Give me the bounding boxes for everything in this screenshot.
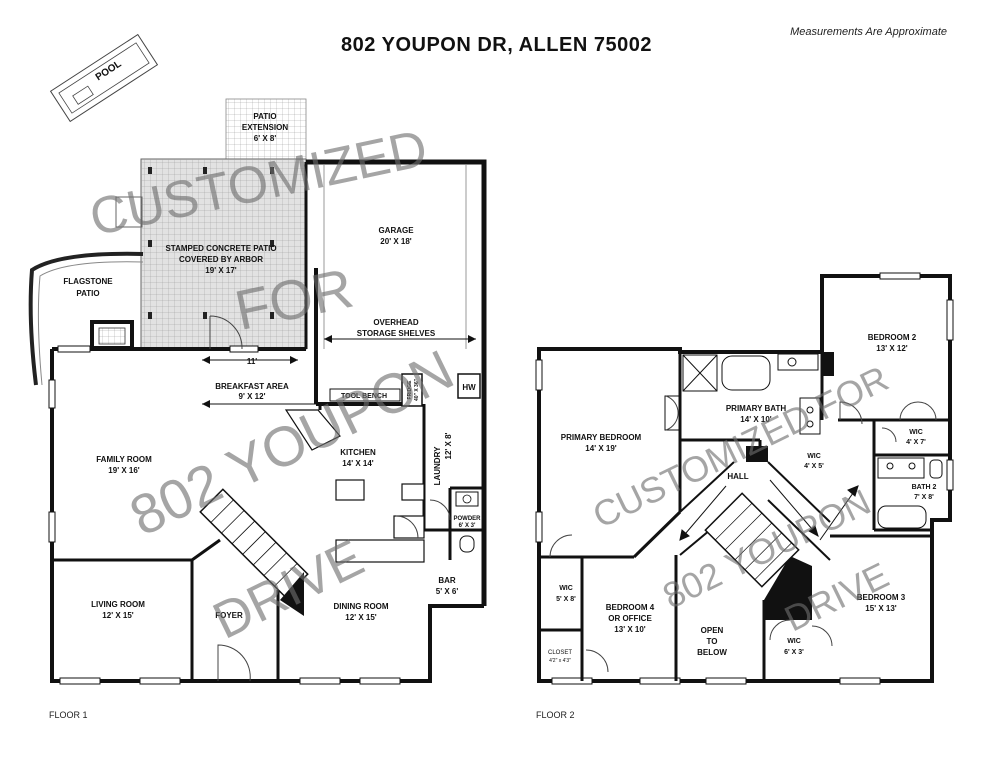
family-room-size: 19' X 16' bbox=[108, 466, 139, 475]
hw-label: HW bbox=[462, 383, 476, 392]
living-room-label: LIVING ROOM bbox=[91, 600, 145, 609]
wic-left-label: WIC bbox=[559, 585, 573, 592]
floor2-exterior-walls bbox=[537, 274, 952, 683]
dining-room-size: 12' X 15' bbox=[345, 613, 376, 622]
breakfast-size: 9' X 12' bbox=[239, 392, 266, 401]
overhead-label: OVERHEAD bbox=[373, 318, 419, 327]
bedroom3-label: BEDROOM 3 bbox=[857, 593, 906, 602]
closet-label: CLOSET bbox=[548, 650, 572, 656]
stamped-patio-size: 19' X 17' bbox=[205, 266, 236, 275]
floor2-plan bbox=[535, 272, 954, 685]
open-below-label: OPEN bbox=[701, 626, 724, 635]
patio-extension bbox=[225, 98, 307, 160]
arbor-posts bbox=[148, 167, 274, 319]
foyer-label: FOYER bbox=[215, 611, 243, 620]
patio-ext-label-2: EXTENSION bbox=[242, 123, 288, 132]
family-room-label: FAMILY ROOM bbox=[96, 455, 152, 464]
flagstone-label: FLAGSTONE bbox=[63, 277, 113, 286]
laundry-label: LAUNDRY bbox=[433, 446, 442, 485]
garage-size: 20' X 18' bbox=[380, 237, 411, 246]
dining-room-label: DINING ROOM bbox=[333, 602, 388, 611]
primary-bedroom-label: PRIMARY BEDROOM bbox=[561, 433, 642, 442]
flagstone-label-2: PATIO bbox=[76, 289, 99, 298]
wic-left-size: 5' X 8' bbox=[556, 596, 576, 603]
living-room-size: 12' X 15' bbox=[102, 611, 133, 620]
kitchen-size: 14' X 14' bbox=[342, 459, 373, 468]
patio-ext-size: 6' X 8' bbox=[254, 134, 277, 143]
wic-bedroom2-label: WIC bbox=[909, 429, 923, 436]
floor2-labels: PRIMARY BEDROOM 14' X 19' PRIMARY BATH 1… bbox=[548, 333, 936, 664]
eleven-dimension: 11' bbox=[247, 357, 257, 366]
page-title: 802 YOUPON DR, ALLEN 75002 bbox=[341, 34, 652, 56]
pool bbox=[49, 33, 159, 123]
floor2-label: FLOOR 2 bbox=[536, 710, 575, 720]
floor1-exterior-walls bbox=[50, 347, 484, 683]
wic-center-size: 4' X 5' bbox=[804, 463, 824, 470]
breakfast-label: BREAKFAST AREA bbox=[215, 382, 289, 391]
wic-center-label: WIC bbox=[807, 453, 821, 460]
laundry-size: 12' X 8' bbox=[444, 432, 453, 459]
bar-size: 5' X 6' bbox=[436, 587, 459, 596]
primary-bath-label: PRIMARY BATH bbox=[726, 404, 787, 413]
bedroom4-label: BEDROOM 4 bbox=[606, 603, 655, 612]
floor1-plan bbox=[28, 33, 487, 685]
garage-label: GARAGE bbox=[378, 226, 414, 235]
stamped-patio-label: STAMPED CONCRETE PATIO bbox=[165, 244, 276, 253]
bedroom4-size: 13' X 10' bbox=[614, 625, 645, 634]
bar-label: BAR bbox=[438, 576, 456, 585]
bedroom3-size: 15' X 13' bbox=[865, 604, 896, 613]
kitchen-label: KITCHEN bbox=[340, 448, 376, 457]
wic-bedroom3-size: 6' X 3' bbox=[784, 649, 804, 656]
powder-size: 6' X 3' bbox=[459, 523, 476, 529]
hall-label: HALL bbox=[727, 472, 748, 481]
fridge-label: FRIDGE bbox=[407, 380, 413, 400]
floor1-labels: POOL PATIO EXTENSION 6' X 8' STAMPED CON… bbox=[63, 59, 481, 622]
pool-label: POOL bbox=[94, 59, 124, 84]
patio-ext-label: PATIO bbox=[253, 112, 276, 121]
open-below-label-2: TO bbox=[707, 637, 718, 646]
floor1-label: FLOOR 1 bbox=[49, 710, 88, 720]
overhead-label-2: STORAGE SHELVES bbox=[357, 329, 436, 338]
powder-label: POWDER bbox=[454, 516, 482, 522]
bath2-size: 7' X 8' bbox=[914, 494, 934, 501]
bedroom2-label: BEDROOM 2 bbox=[868, 333, 917, 342]
bedroom4-label-2: OR OFFICE bbox=[608, 614, 652, 623]
closet-size: 4'2" x 4'3" bbox=[549, 658, 571, 664]
stamped-patio-label-2: COVERED BY ARBOR bbox=[179, 255, 263, 264]
bedroom2-size: 13' X 12' bbox=[876, 344, 907, 353]
garage-walls bbox=[306, 159, 487, 606]
measurement-note: Measurements Are Approximate bbox=[790, 26, 947, 38]
open-below-label-3: BELOW bbox=[697, 648, 727, 657]
bath2-label: BATH 2 bbox=[912, 484, 937, 491]
watermark-line-4: DRIVE bbox=[204, 529, 372, 651]
tool-bench-label: TOOL BENCH bbox=[341, 393, 387, 400]
wic-bedroom3-label: WIC bbox=[787, 638, 801, 645]
fridge-size: 40" X 36" bbox=[414, 378, 420, 401]
primary-bath-size: 14' X 10' bbox=[740, 415, 771, 424]
wic-bedroom2-size: 4' X 7' bbox=[906, 439, 926, 446]
kitchen-counters bbox=[284, 409, 425, 563]
primary-bedroom-size: 14' X 19' bbox=[585, 444, 616, 453]
